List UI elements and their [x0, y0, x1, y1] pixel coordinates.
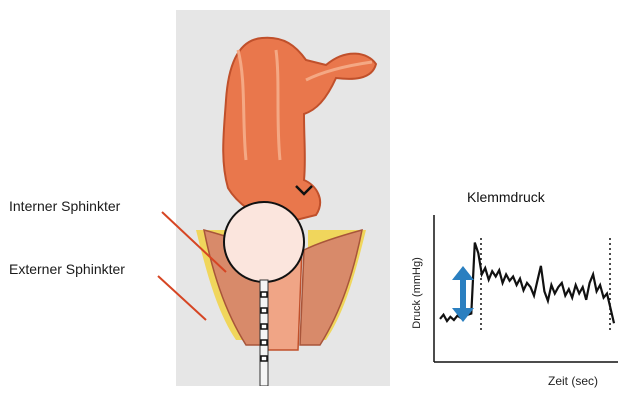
pressure-chart — [0, 0, 627, 394]
